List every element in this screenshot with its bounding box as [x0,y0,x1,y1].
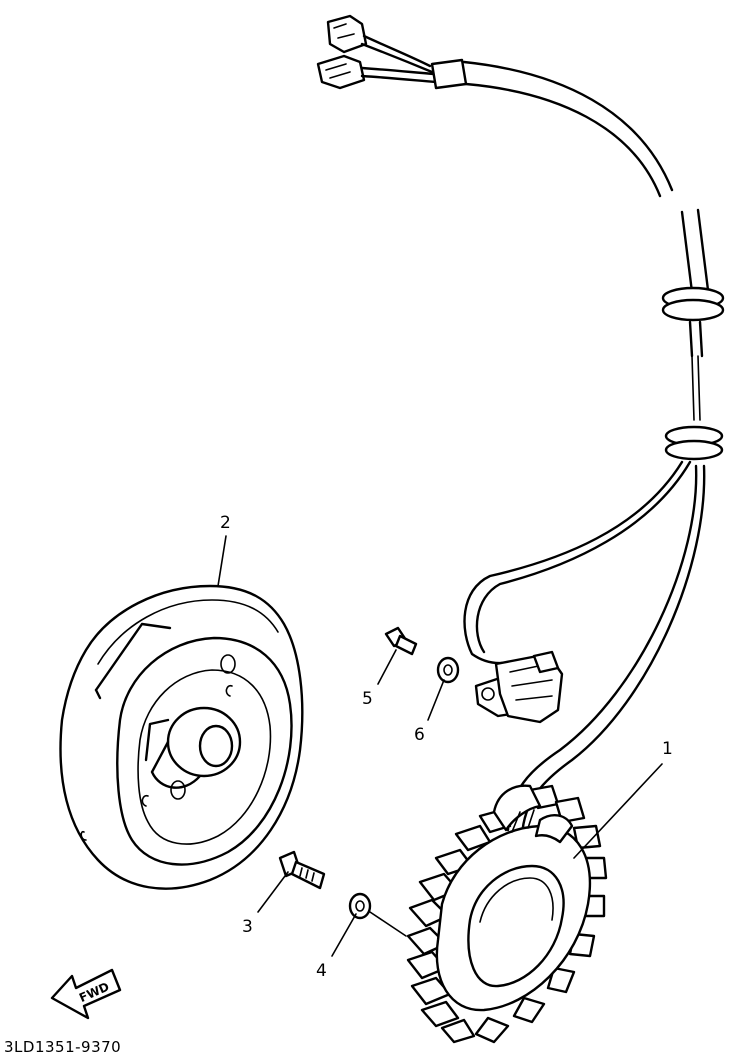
callout-2: 2 [220,513,231,533]
callout-3: 3 [242,917,253,937]
grommet-lower [664,425,724,461]
washer-4 [348,892,372,920]
screw [384,626,418,656]
pickup-coil [474,650,564,724]
connector-upper [326,14,368,54]
fwd-arrow-icon: FWD [50,968,122,1020]
drawing-code: 3LD1351-9370 [4,1038,121,1056]
grommet-upper [661,286,725,322]
connector-lower [316,54,366,90]
rotor-flywheel [59,584,304,890]
callout-4: 4 [316,961,327,981]
bolt [278,850,326,890]
callout-6: 6 [414,725,425,745]
stator-coil-assembly [406,784,608,1044]
leader-lines [217,535,663,957]
callout-1: 1 [662,739,673,759]
washer-6 [436,656,460,684]
stator-teeth [406,784,608,1044]
callout-5: 5 [362,689,373,709]
